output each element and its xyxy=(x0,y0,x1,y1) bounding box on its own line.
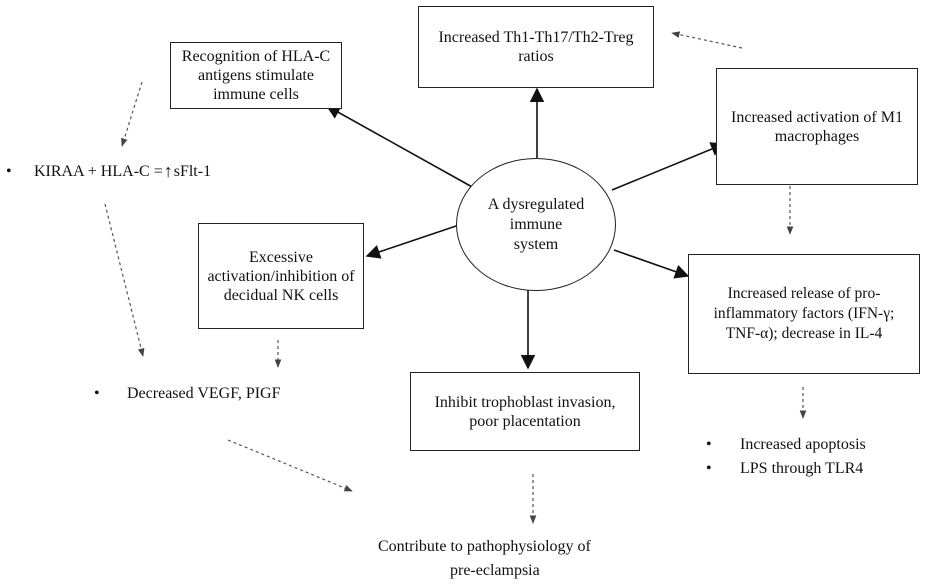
arrow-centre-to-m1 xyxy=(611,142,726,191)
dashed-arrow-hla-c-to-kiraa xyxy=(121,81,143,147)
bullet-lps: • xyxy=(706,460,712,477)
box-hla-c-recognition: Recognition of HLA-C antigens stimulate … xyxy=(170,42,342,109)
dashed-arrow-kiraa-to-vegf xyxy=(104,203,145,357)
central-node-label: A dysregulated immune system xyxy=(487,195,585,253)
box-m1-macrophages-label: Increased activation of M1 macrophages xyxy=(731,108,903,145)
box-trophoblast: Inhibit trophoblast invasion, poor place… xyxy=(410,372,640,451)
box-trophoblast-label: Inhibit trophoblast invasion, poor place… xyxy=(434,393,616,430)
note-kiraa-right: sFlt-1 xyxy=(173,163,212,180)
bullet-kiraa: • xyxy=(6,163,12,180)
box-decidual-nk-label: Excessive activation/inhibition of decid… xyxy=(207,248,355,304)
arrow-centre-to-nk xyxy=(365,223,463,259)
up-arrow-icon: ↑ xyxy=(163,161,173,181)
note-kiraa-left: KIRAA + HLA-C = xyxy=(34,163,163,180)
box-m1-macrophages: Increased activation of M1 macrophages xyxy=(716,68,918,185)
arrow-centre-to-hla-c xyxy=(325,105,475,189)
box-th-ratio: Increased Th1-Th17/Th2-Treg ratios xyxy=(418,6,654,88)
note-kiraa-sflt1: KIRAA + HLA-C =↑sFlt-1 xyxy=(34,161,211,182)
box-th-ratio-label: Increased Th1-Th17/Th2-Treg ratios xyxy=(438,29,634,65)
box-pro-inflammatory: Increased release of pro-inflammatory fa… xyxy=(688,254,920,374)
box-hla-c-recognition-label: Recognition of HLA-C antigens stimulate … xyxy=(181,48,331,103)
arrow-centre-to-pro-inflammatory xyxy=(613,249,690,279)
box-decidual-nk: Excessive activation/inhibition of decid… xyxy=(198,223,364,329)
outcome-line-2: pre-eclampsia xyxy=(450,562,540,579)
central-node: A dysregulated immune system xyxy=(456,158,616,291)
dashed-arrow-m1-to-th-ratio xyxy=(671,31,743,49)
bullet-vegf: • xyxy=(94,385,100,402)
note-lps: LPS through TLR4 xyxy=(740,460,864,477)
note-vegf: Decreased VEGF, PIGF xyxy=(127,385,281,402)
dashed-arrow-vegf-to-outcome xyxy=(227,439,353,492)
note-apoptosis: Increased apoptosis xyxy=(740,436,866,453)
outcome-line-1: Contribute to pathophysiology of xyxy=(378,538,591,555)
box-pro-inflammatory-label: Increased release of pro-inflammatory fa… xyxy=(713,285,895,342)
bullet-apoptosis: • xyxy=(706,436,712,453)
